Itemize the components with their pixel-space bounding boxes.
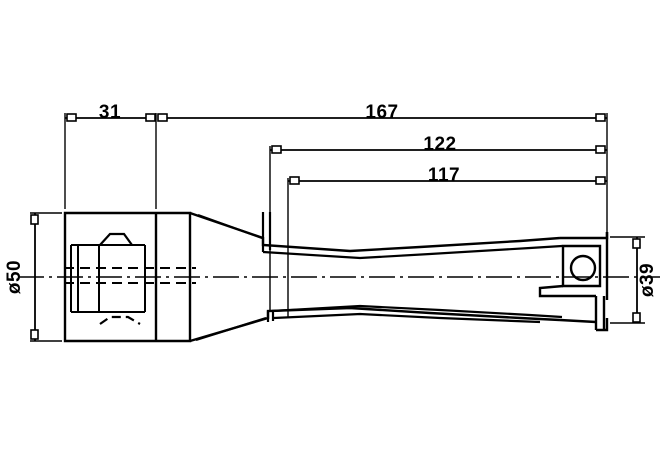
coolant-bore-hidden (64, 267, 196, 284)
flute-lower-edge (195, 304, 563, 342)
flute-upper-edge (197, 213, 563, 260)
dimension-label-122: 122 (423, 134, 456, 155)
dimension-label-31: 31 (99, 102, 121, 123)
dimension-label-117: 117 (428, 165, 460, 186)
extension-lines (30, 113, 645, 342)
shank-drive-slot (70, 244, 146, 313)
insert-screw-circle (569, 254, 597, 282)
dimension-label-167: 167 (365, 102, 398, 123)
insert-pocket (538, 232, 609, 332)
flute-start-lines (261, 212, 275, 322)
dimension-label-dia39: ø39 (637, 263, 658, 297)
dimension-label-dia50: ø50 (4, 260, 25, 294)
drive-notch-bottom-hidden (99, 315, 141, 325)
drive-notch-top (99, 232, 133, 246)
dimension-arrow-terminators (30, 113, 641, 340)
